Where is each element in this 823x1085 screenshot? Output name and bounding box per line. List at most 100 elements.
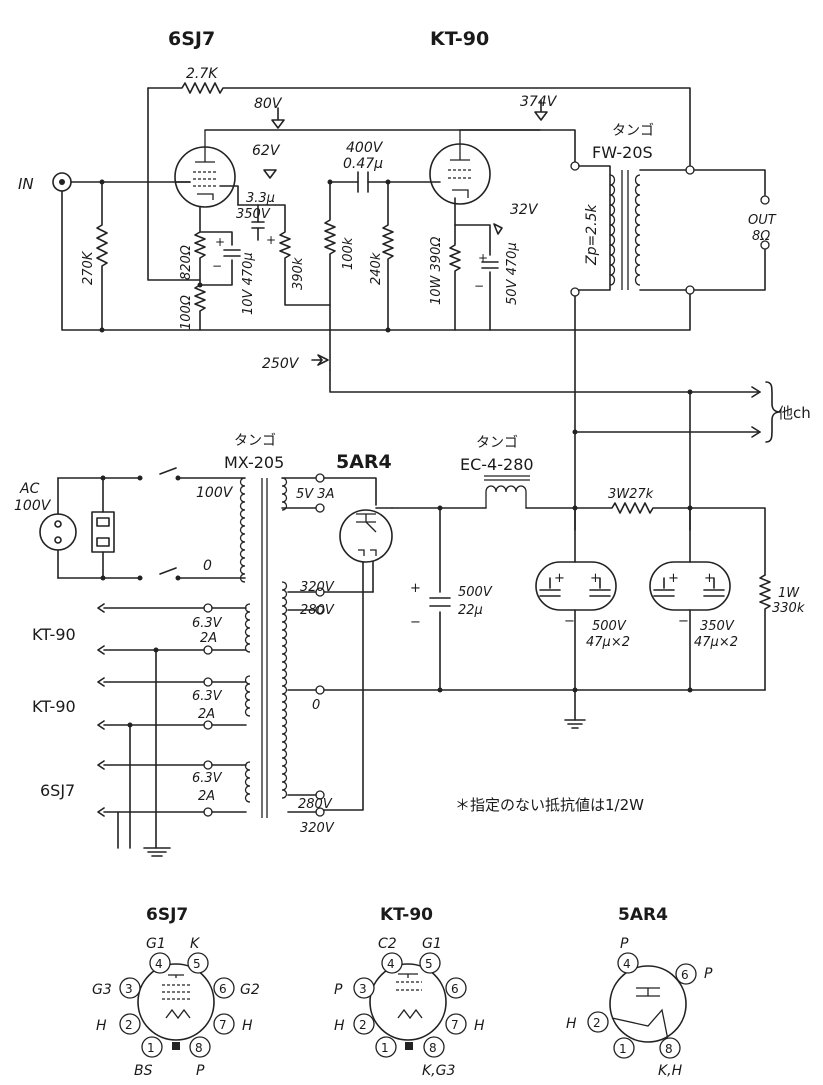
heater-outputs [97,603,247,857]
sj7-pin5: 5 [193,957,201,971]
label-c1-u: 22μ [458,603,483,618]
grid-resistor-240k [382,179,394,333]
ar4-pin6: 6 [681,968,689,982]
label-0-sec: 0 [312,698,320,713]
label-heater-kt90-1: KT-90 [32,625,76,644]
screen-network [237,204,331,306]
label-10w390: 10W 390Ω [429,237,444,305]
label-374v: 374V [520,94,558,110]
tube-kt90 [429,129,576,226]
bplus-lines [329,295,781,531]
label-heater-kt90-2: KT-90 [32,697,76,716]
kt90-pin3: 3 [359,982,367,996]
minus-dc1: − [564,614,575,629]
tube-6sj7 [174,129,541,208]
label-out: OUT [748,213,777,228]
label-330k: 330k [772,601,805,616]
plus-dc1-a: + [554,571,565,586]
label-80v: 80V [254,96,283,112]
label-zp: Zp=2.5k [584,204,600,266]
minus-c1: − [212,259,222,273]
label-h3-a: 2A [198,789,215,804]
label-tango-pt: タンゴ [234,432,276,449]
sj7-label-k: K [190,936,201,952]
sj7-pin4: 4 [155,957,163,971]
sj7-label-g3: G3 [92,982,112,998]
rectifier-heater-winding [281,473,377,513]
filter-cap-22u [429,507,451,693]
plate-resistor-100k [324,179,336,371]
label-in: IN [18,175,34,193]
sj7-label-g1: G1 [146,936,166,952]
plus-c3: + [478,251,488,265]
arrow-250v [311,354,329,366]
label-h1-v: 6.3V [192,616,223,631]
kt90-pin8: 8 [429,1041,437,1055]
bleeder-resistor [572,574,771,693]
label-ac100v: 100V [14,498,52,514]
ar4-label-kh: K,H [658,1063,683,1079]
label-100k: 100k [341,237,356,270]
output-terminals [693,169,770,291]
label-mx205: MX-205 [224,453,284,472]
kt90-label-g1: G1 [422,936,442,952]
label-3-3u: 3.3μ [246,191,275,206]
ar4-pin8: 8 [665,1042,673,1056]
label-2-7k: 2.7K [186,66,219,82]
kt90-label-c2: C2 [378,936,397,952]
label-h2-a: 2A [198,707,215,722]
plus-dc1-b: + [590,571,601,586]
label-280v-b: 280V [298,797,333,812]
input-jack [52,172,691,331]
arrow-32v [493,223,503,235]
label-p0: 0 [203,558,212,574]
label-heater-6sj7: 6SJ7 [40,781,75,800]
sj7-pin2: 2 [125,1018,133,1032]
label-ec4280: EC-4-280 [460,455,534,474]
sj7-label-bs: BS [134,1063,153,1079]
ar4-pin4: 4 [623,957,631,971]
label-ac: AC [19,481,40,497]
note-resistors: ＊指定のない抵抗値は1/2W [455,796,644,814]
label-c2-u: 47μ×2 [586,635,630,650]
pinout-kt90: KT-90 4 5 3 6 2 7 1 8 C2 G1 P H H K,G3 [334,905,485,1079]
arrow-62v [271,107,285,129]
ar4-label-h: H [566,1016,577,1032]
ar4-pin2: 2 [593,1016,601,1030]
label-other-ch: 他ch [778,404,811,422]
ar4-label-p-right: P [704,966,713,982]
tube-5ar4 [319,505,487,811]
label-320v-a: 320V [300,580,335,595]
kt90-pin4: 4 [387,957,395,971]
label-c3-u: 47μ×2 [694,635,738,650]
label-5v3a: 5V 3A [296,487,334,502]
minus-dc2: − [678,614,689,629]
label-c1-v: 500V [458,585,493,600]
label-c3-v: 350V [700,619,735,634]
label-100: 100Ω [179,295,194,330]
plus-c1: + [215,235,225,249]
cathode-network-kt90 [449,224,499,331]
sj7-label-p: P [196,1063,205,1079]
kt90-pin6: 6 [451,982,459,996]
arrow-80v [263,169,277,179]
label-3w27k: 3W27k [608,487,654,502]
resistor-270k [96,179,108,333]
hv-winding-taps [287,587,766,817]
label-h2-v: 6.3V [192,689,223,704]
sj7-pin1: 1 [147,1041,155,1055]
kt90-label-kg3: K,G3 [422,1063,455,1079]
label-250v: 250V [262,356,300,372]
label-270k: 270K [81,250,96,285]
pinout-5ar4: 5AR4 4 6 2 1 8 P P H K,H [566,905,713,1079]
power-transformer [239,477,288,818]
label-50v470: 50V 470μ [505,242,520,305]
kt90-pin5: 5 [425,957,433,971]
arrow-374v [534,99,548,121]
sj7-pin8: 8 [195,1041,203,1055]
kt90-pin2: 2 [359,1018,367,1032]
label-10v470: 10V 470μ [241,252,256,315]
sj7-label-h-left: H [96,1018,107,1034]
label-h1-a: 2A [200,631,217,646]
